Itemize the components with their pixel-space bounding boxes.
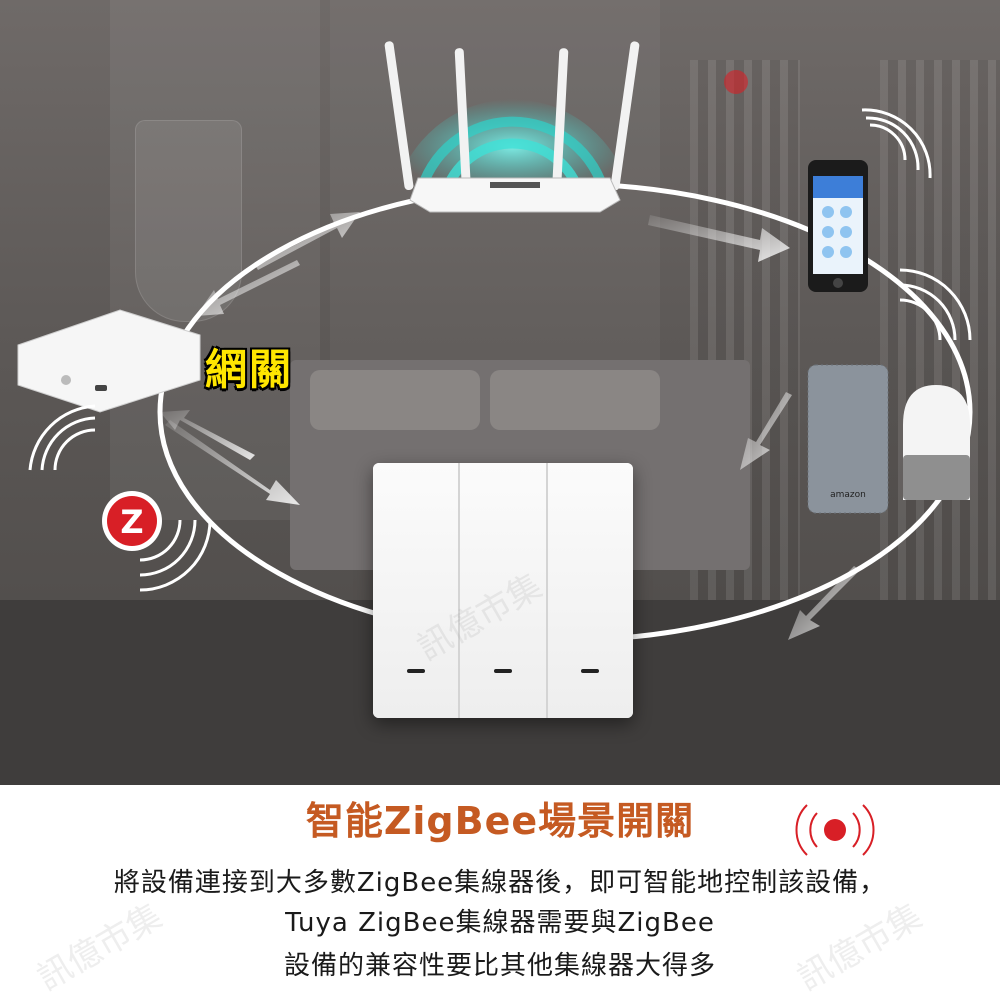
signal-glow (395, 99, 630, 197)
pillow (310, 370, 480, 430)
zigbee-logo-icon (795, 804, 875, 856)
caption-line-2: Tuya ZigBee集線器需要與ZigBee (285, 908, 715, 938)
switch-gang-3 (547, 463, 633, 718)
smartphone-icon (808, 160, 868, 292)
zigbee-glyph: Z (120, 503, 143, 541)
gateway-label: 網關 (205, 345, 294, 394)
caption-line-3: 設備的兼容性要比其他集線器大得多 (283, 951, 716, 981)
caption-title: 智能ZigBee場景開關 (305, 799, 695, 843)
indicator-led (581, 669, 600, 673)
zigbee-logo-icon: Z (102, 491, 162, 551)
arrow-icon (160, 212, 860, 640)
indicator-led (493, 669, 512, 673)
indicator-led (406, 669, 425, 673)
bedroom-scene: amazon (0, 0, 1000, 785)
gateway-icon (17, 309, 201, 413)
switch-gang-2 (460, 463, 548, 718)
router-icon (384, 41, 640, 213)
network-diagram: amazon (17, 41, 972, 640)
wifi-signal-icon (28, 108, 972, 592)
scene-switch-panel (373, 463, 633, 718)
pillow (490, 370, 660, 430)
caption-line-1: 將設備連接到大多數ZigBee集線器後，即可智能地控制該設備， (113, 868, 887, 898)
smart-speaker-icon: amazon (807, 364, 889, 514)
wall-panel (110, 0, 320, 520)
speaker-brand-label: amazon (830, 490, 866, 500)
zigbee-logo-icon (724, 70, 748, 94)
smart-speaker-icon (903, 385, 970, 500)
switch-gang-1 (373, 463, 461, 718)
